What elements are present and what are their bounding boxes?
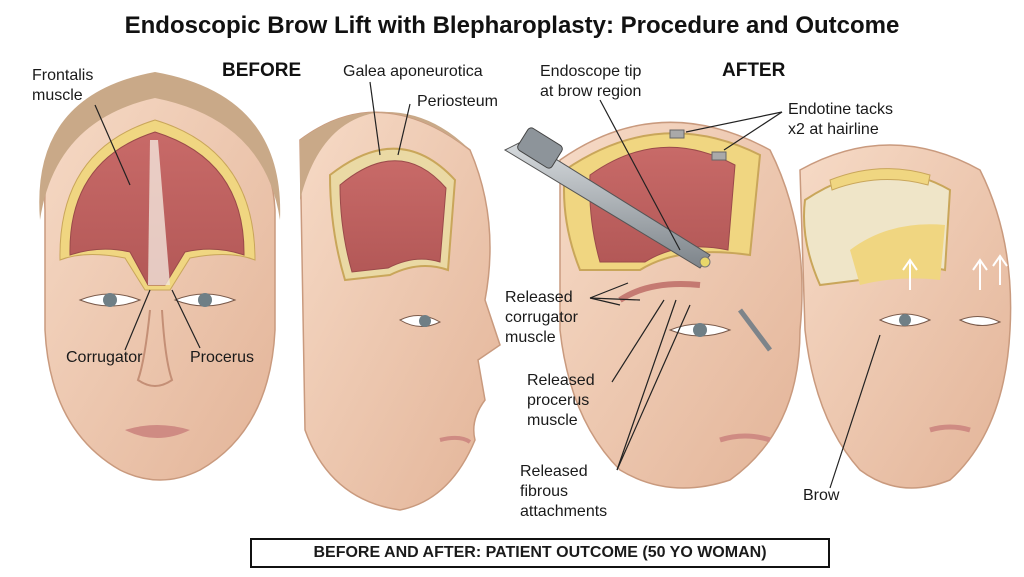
endoscope-label-line2: at brow region [540,83,642,100]
before-profile-face [299,111,501,511]
brow-label: Brow [803,487,840,504]
released-procerus-line1: Released [527,372,595,389]
frontalis-label-line2: muscle [32,87,83,104]
endoscope [503,127,772,352]
endoscope-label-line1: Endoscope tip [540,63,642,80]
corrugator-label: Corrugator [66,349,143,366]
released-corrugator-line1: Released [505,289,573,306]
endotine-label-line1: Endotine tacks [788,101,893,118]
periosteum-label: Periosteum [417,93,498,110]
released-procerus-line3: muscle [527,412,578,429]
before-frontal-face [39,72,281,481]
before-heading: BEFORE [222,60,302,81]
released-corrugator-line3: muscle [505,329,556,346]
released-corrugator-line2: corrugator [505,309,578,326]
page-title: Endoscopic Brow Lift with Blepharoplasty… [124,12,900,39]
leader-lines [94,81,881,489]
released-fibrous-line2: fibrous [520,483,569,500]
released-procerus-line2: procerus [527,392,590,409]
galea-label: Galea aponeurotica [343,63,483,80]
released-fibrous-line3: attachments [520,503,608,520]
after-procedure-face [559,121,803,489]
after-heading: AFTER [722,60,786,81]
procerus-label: Procerus [190,349,255,366]
frontalis-label-line1: Frontalis [32,67,94,84]
released-fibrous-line1: Released [520,463,588,480]
endotine-label-line2: x2 at hairline [788,121,879,138]
patient-outcome-caption: BEFORE AND AFTER: PATIENT OUTCOME (50 YO… [250,538,830,568]
after-result-face [799,144,1012,489]
